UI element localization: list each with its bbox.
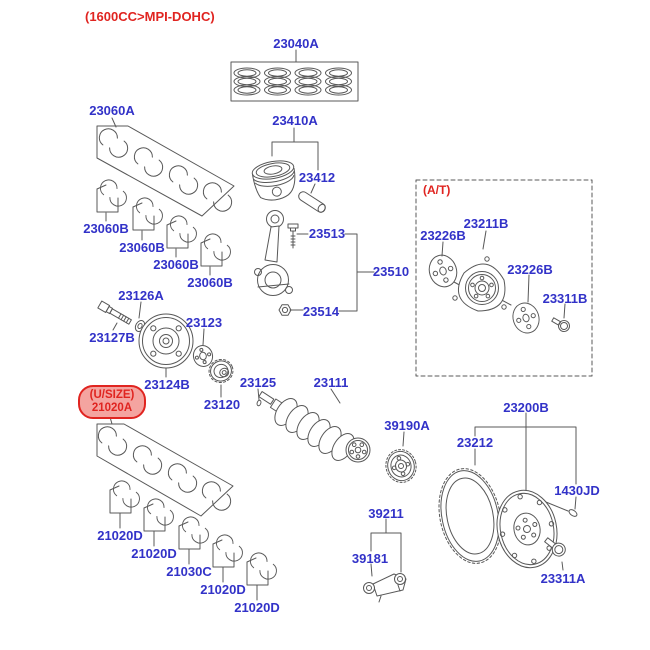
main-bearing-set-upper-drawing xyxy=(96,126,234,217)
part-label-23311B[interactable]: 23311B xyxy=(542,291,588,306)
part-label-1430JD[interactable]: 1430JD xyxy=(554,483,600,498)
crank-pulley-drawing xyxy=(138,313,194,369)
part-label-23125[interactable]: 23125 xyxy=(239,375,277,390)
usize-badge-line2: 21020A xyxy=(91,402,133,414)
crankshaft-drawing xyxy=(258,391,371,463)
part-label-21020D-4[interactable]: 21020D xyxy=(234,600,280,615)
part-label-23514[interactable]: 23514 xyxy=(302,304,340,319)
part-label-39181[interactable]: 39181 xyxy=(351,551,389,566)
adapter-plate-right-drawing xyxy=(508,299,544,337)
part-label-23200B[interactable]: 23200B xyxy=(503,400,549,415)
diagram-title: (1600CC>MPI-DOHC) xyxy=(85,9,215,24)
leader-lines xyxy=(105,49,577,601)
part-label-23127B[interactable]: 23127B xyxy=(89,330,135,345)
part-label-23510[interactable]: 23510 xyxy=(372,264,410,279)
part-label-23123[interactable]: 23123 xyxy=(185,315,223,330)
part-label-21020D-3[interactable]: 21020D xyxy=(200,582,246,597)
part-label-23060B-2[interactable]: 23060B xyxy=(119,240,165,255)
part-label-23211B[interactable]: 23211B xyxy=(463,216,509,231)
part-label-23412[interactable]: 23412 xyxy=(298,170,336,185)
part-label-23120[interactable]: 23120 xyxy=(203,397,241,412)
part-label-23060B-3[interactable]: 23060B xyxy=(153,257,199,272)
adapter-plate-left-drawing xyxy=(424,251,462,291)
piston-drawing xyxy=(251,160,296,201)
flywheel-bolt-drawing xyxy=(544,537,566,557)
timing-sprocket-drawing xyxy=(208,358,234,384)
rod-bolt-drawing xyxy=(287,223,299,249)
part-label-23126A[interactable]: 23126A xyxy=(118,288,164,303)
part-label-23124B[interactable]: 23124B xyxy=(144,377,190,392)
part-label-23410A[interactable]: 23410A xyxy=(272,113,318,128)
part-label-23040A[interactable]: 23040A xyxy=(273,36,319,51)
part-label-23311A[interactable]: 23311A xyxy=(540,571,586,586)
part-label-23513[interactable]: 23513 xyxy=(308,226,346,241)
drive-plate-drawing xyxy=(452,256,507,312)
part-label-39211[interactable]: 39211 xyxy=(368,506,404,521)
piston-rings-drawing xyxy=(230,61,359,102)
flywheel-drawing xyxy=(496,489,558,569)
sensor-bracket-drawing xyxy=(363,573,407,603)
piston-pin-drawing xyxy=(298,191,326,213)
dowel-pin-drawing xyxy=(568,509,578,517)
connecting-rod-drawing xyxy=(254,210,293,296)
woodruff-key-drawing xyxy=(256,399,262,407)
at-bolt-drawing xyxy=(551,317,570,332)
part-label-39190A[interactable]: 39190A xyxy=(384,418,430,433)
part-label-23060B-1[interactable]: 23060B xyxy=(83,221,129,236)
part-label-23060B-4[interactable]: 23060B xyxy=(187,275,233,290)
part-label-23060A[interactable]: 23060A xyxy=(89,103,135,118)
usize-badge[interactable]: (U/SIZE) 21020A xyxy=(78,385,146,419)
part-label-23212[interactable]: 23212 xyxy=(456,435,494,450)
pulley-bolt-drawing xyxy=(97,300,132,325)
part-label-23226B-2[interactable]: 23226B xyxy=(507,262,553,277)
part-label-23226B-1[interactable]: 23226B xyxy=(420,228,466,243)
part-label-21020D-2[interactable]: 21020D xyxy=(131,546,177,561)
at-box-label: (A/T) xyxy=(423,183,451,197)
part-label-23111[interactable]: 23111 xyxy=(313,375,349,390)
plate-23123-drawing xyxy=(192,345,214,367)
part-label-21030C[interactable]: 21030C xyxy=(166,564,212,579)
at-box xyxy=(415,179,593,377)
main-bearing-set-lower-drawing xyxy=(95,424,233,517)
sensor-wheel-drawing xyxy=(385,449,417,483)
part-label-21020D-1[interactable]: 21020D xyxy=(97,528,143,543)
usize-badge-line1: (U/SIZE) xyxy=(89,389,135,401)
rod-nut-drawing xyxy=(278,304,292,316)
